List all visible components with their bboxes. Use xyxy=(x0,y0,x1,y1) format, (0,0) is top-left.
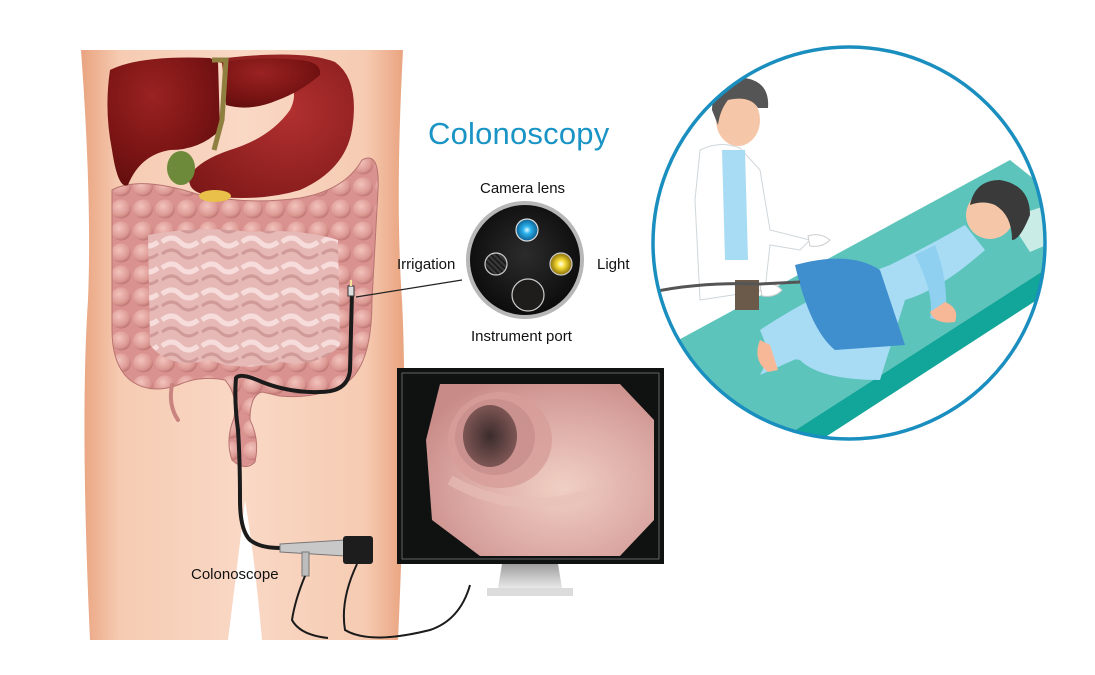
monitor-base xyxy=(487,588,573,596)
liver-right-lobe xyxy=(222,58,321,108)
light-icon xyxy=(549,252,573,276)
appendix xyxy=(168,383,180,422)
liver xyxy=(107,57,220,186)
stomach xyxy=(189,54,354,198)
camera-lens-icon xyxy=(515,218,539,242)
colonoscope-eyepiece xyxy=(343,536,373,564)
light-label: Light xyxy=(597,256,630,273)
doctor-head xyxy=(716,94,760,146)
inset-border xyxy=(651,45,1047,441)
patient-hair xyxy=(970,180,1030,240)
doctor-shirt xyxy=(722,150,748,260)
colonoscope-label: Colonoscope xyxy=(191,566,279,583)
small-intestine xyxy=(148,229,340,367)
camera-lens-label: Camera lens xyxy=(480,180,566,197)
gallbladder xyxy=(167,151,195,185)
pancreas xyxy=(199,190,231,202)
scope-cable xyxy=(653,280,801,294)
callout-line xyxy=(355,279,463,298)
blanket xyxy=(795,258,905,350)
patient-hands xyxy=(930,302,957,323)
patient-arm xyxy=(915,245,947,322)
doctor-glove-2 xyxy=(807,234,831,247)
colonoscope-tube xyxy=(233,291,354,550)
colon-lumen xyxy=(463,405,517,467)
instrument-port-label: Instrument port xyxy=(471,328,572,345)
instrument-port-icon xyxy=(511,278,545,312)
irrigation-icon xyxy=(484,252,508,276)
irrigation-label: Irrigation xyxy=(397,256,456,273)
monitor-stand xyxy=(498,564,562,588)
page-title: Colonoscopy xyxy=(428,116,610,151)
patient-feet xyxy=(757,340,778,372)
